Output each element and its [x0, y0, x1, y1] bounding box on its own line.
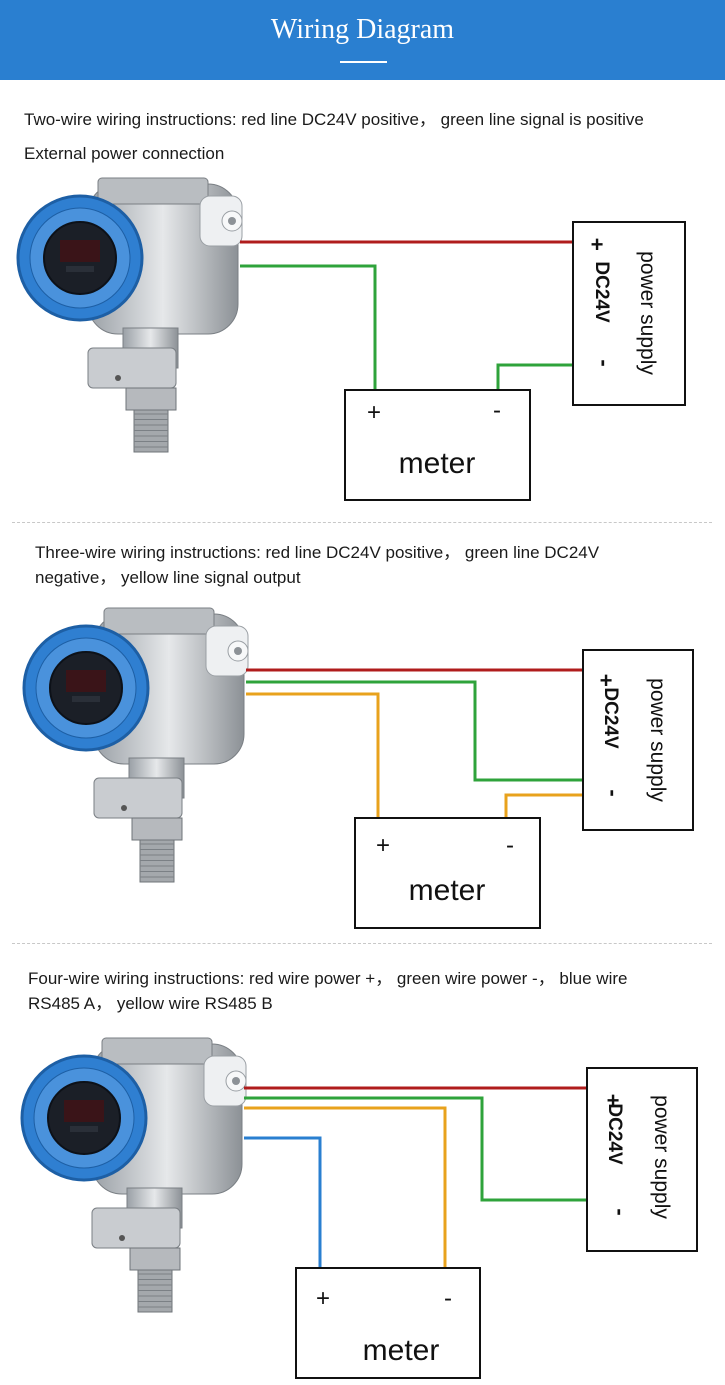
- section-2-power-supply-minus: -: [601, 789, 626, 796]
- section-2-power-supply-box: [582, 649, 694, 831]
- section-1-power-supply-minus: -: [592, 359, 617, 366]
- section-3-power-supply-plus: +: [607, 1088, 620, 1113]
- section-1-meter-plus: +: [367, 399, 381, 426]
- section-2-meter-label: meter: [409, 874, 486, 907]
- section-3-meter-label: meter: [363, 1334, 440, 1367]
- section-1-power-supply-box: [572, 221, 686, 406]
- section-2-instructions-line-1: Three-wire wiring instructions: red line…: [35, 543, 600, 562]
- section-1-instructions-line-1: Two-wire wiring instructions: red line D…: [24, 110, 644, 129]
- section-2-device: [22, 607, 249, 883]
- section-3-power-supply-label: power supply: [650, 1095, 673, 1219]
- section-3-power-supply-minus: -: [608, 1208, 633, 1215]
- section-1-green-wire-plus: [240, 264, 377, 390]
- section-2-power-supply-plus: +: [600, 668, 613, 693]
- section-2-power-supply-voltage: DC24V: [600, 687, 621, 749]
- section-1-power-supply-voltage: DC24V: [591, 261, 612, 323]
- section-2-meter-minus: -: [506, 832, 514, 859]
- title-underline: [340, 61, 387, 63]
- section-divider-1: [12, 522, 712, 523]
- section-3-instructions-line-1: Four-wire wiring instructions: red wire …: [28, 969, 628, 988]
- section-1-power-supply-label: power supply: [636, 251, 659, 375]
- section-3-wires: [244, 1086, 587, 1268]
- section-1-device: [16, 177, 243, 453]
- section-3-meter-plus: +: [316, 1285, 330, 1312]
- section-3-power-supply-voltage: DC24V: [604, 1103, 625, 1165]
- section-3-blue-wire: [244, 1136, 322, 1268]
- section-2-green-wire: [246, 680, 583, 782]
- section-2-wiring-diagram: + - meter power supply DC24V + -: [22, 607, 694, 929]
- section-3-instructions-line-2: RS485 A， yellow wire RS485 B: [28, 994, 273, 1013]
- section-1-wires: [240, 240, 573, 390]
- section-3-device: [20, 1037, 247, 1313]
- section-2-wires: [246, 668, 583, 818]
- section-2-instructions-line-2: negative， yellow line signal output: [35, 568, 301, 587]
- page-title: Wiring Diagram: [270, 14, 455, 45]
- section-1-power-supply-plus: +: [591, 232, 604, 257]
- section-2-meter-plus: +: [376, 832, 390, 859]
- section-2-power-supply-label: power supply: [646, 678, 669, 802]
- section-divider-2: [12, 943, 712, 944]
- section-1-wiring-diagram: + - meter power supply DC24V + -: [16, 177, 686, 501]
- section-1-meter-minus: -: [493, 397, 501, 424]
- section-3-green-wire: [244, 1096, 587, 1202]
- section-3-yellow-wire: [244, 1106, 447, 1268]
- section-3-power-supply-box: [586, 1067, 698, 1252]
- header-banner: Wiring Diagram: [0, 0, 725, 80]
- section-2-yellow-wire-minus: [504, 793, 583, 818]
- section-3-meter-minus: -: [444, 1285, 452, 1312]
- section-1-instructions-line-2: External power connection: [24, 144, 225, 163]
- section-2-meter-box: [354, 817, 541, 929]
- section-1-meter-label: meter: [399, 447, 476, 480]
- section-3-meter-box: [295, 1267, 481, 1379]
- section-3-wiring-diagram: + - meter power supply DC24V + -: [20, 1037, 698, 1379]
- section-2-yellow-wire-plus: [246, 692, 380, 818]
- section-1-green-wire-minus: [496, 363, 573, 390]
- section-1-meter-box: [344, 389, 531, 501]
